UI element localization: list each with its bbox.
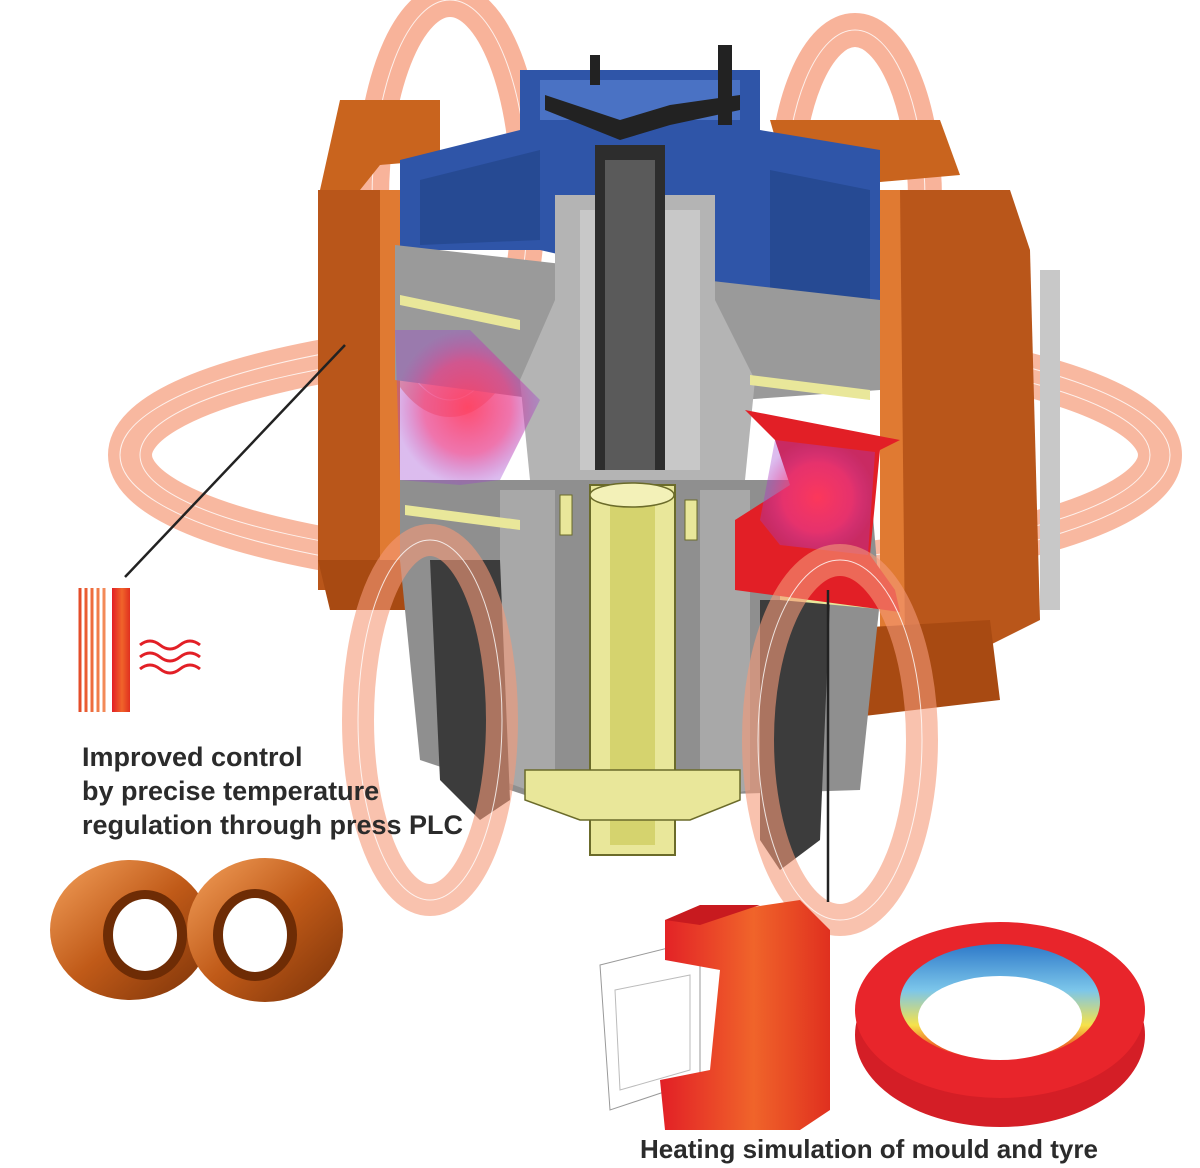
yellow-central-ram [524, 482, 741, 856]
top-handles [545, 45, 740, 140]
coil-strands-icon [78, 588, 130, 712]
tyre-simulation-image [855, 922, 1145, 1127]
left-heat-zone [395, 330, 540, 485]
control-caption-line-3: regulation through press PLC [82, 810, 464, 840]
press-assembly [108, 0, 1182, 936]
simulation-caption: Heating simulation of mould and tyre [640, 1134, 1098, 1164]
copper-coils-image [50, 858, 343, 1002]
induction-coil-front-rings [342, 524, 938, 936]
mould-simulation-image [599, 900, 830, 1130]
control-caption-line-2: by precise temperature [82, 776, 380, 806]
control-caption-line-1: Improved control [82, 742, 303, 772]
heat-waves-icon [139, 639, 201, 675]
control-caption: Improved control by precise temperature … [82, 740, 502, 842]
left-callout-line [124, 344, 346, 578]
